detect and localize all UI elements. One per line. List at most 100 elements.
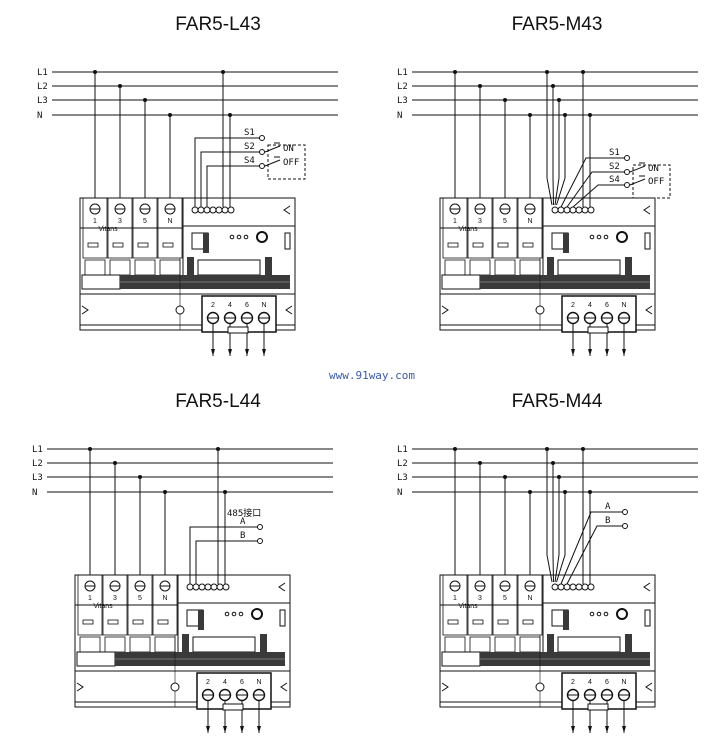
- arrow-down-icon: [571, 726, 575, 733]
- top-terminal-label: 3: [113, 595, 117, 602]
- bottom-terminal-label: 6: [605, 302, 609, 309]
- bus-label: L3: [397, 96, 408, 106]
- bottom-terminal-label: 4: [588, 302, 592, 309]
- switch-state-label: ON: [283, 144, 294, 154]
- handle-post: [625, 634, 632, 652]
- switch-wire: [194, 137, 262, 207]
- bus-label: L3: [37, 96, 48, 106]
- switch-state-label: OFF: [648, 177, 664, 187]
- handle-post: [547, 634, 554, 652]
- control-terminal: [551, 206, 559, 214]
- rating-indicator: [284, 232, 291, 250]
- arrow-down-icon: [622, 349, 626, 356]
- bottom-terminal-label: 2: [571, 679, 575, 686]
- arrow-down-icon: [206, 726, 210, 733]
- switch-wire: [200, 151, 262, 207]
- rating-indicator: [644, 609, 651, 627]
- measurement-wire: [556, 492, 566, 583]
- bottom-terminal-label: 6: [240, 679, 244, 686]
- control-terminal: [198, 583, 206, 591]
- measurement-wire: [556, 115, 566, 206]
- arrow-down-icon: [257, 726, 261, 733]
- led-indicator: [224, 611, 230, 617]
- rating-indicator: [644, 232, 651, 250]
- din-clip-icon: [643, 205, 651, 215]
- control-terminal: [581, 206, 589, 214]
- control-terminal: [551, 583, 559, 591]
- mount-hole: [535, 682, 545, 692]
- display-bar: [198, 610, 204, 630]
- led-indicator: [603, 611, 609, 617]
- rs485-wire: [560, 511, 625, 585]
- test-button-icon: [616, 608, 628, 620]
- bus-label: L3: [32, 473, 43, 483]
- top-terminal-label: 5: [138, 595, 142, 602]
- bus-label: L1: [37, 68, 48, 78]
- brand-label: Vitans: [93, 603, 113, 610]
- handle-post: [547, 257, 554, 275]
- terminal-point: [257, 524, 263, 530]
- control-terminal: [557, 206, 565, 214]
- measurement-wire: [546, 72, 553, 206]
- arrow-down-icon: [240, 726, 244, 733]
- bottom-terminal-label: 2: [206, 679, 210, 686]
- top-terminal-label: N: [527, 218, 532, 225]
- din-clip-icon: [81, 305, 89, 315]
- switch-wire: [560, 157, 627, 208]
- mount-hole: [535, 305, 545, 315]
- indicator-slot: [162, 242, 174, 248]
- top-terminal-label: 5: [143, 218, 147, 225]
- control-terminal: [575, 206, 583, 214]
- led-indicator: [243, 234, 249, 240]
- din-clip-icon: [280, 682, 288, 692]
- rs485-wire: [566, 525, 625, 585]
- control-terminal: [221, 206, 229, 214]
- control-terminal: [581, 583, 589, 591]
- measurement-wire: [552, 86, 554, 206]
- top-terminal-label: N: [162, 595, 167, 602]
- arrow-down-icon: [211, 349, 215, 356]
- neutral-bridge: [222, 703, 244, 711]
- din-clip-icon: [76, 682, 84, 692]
- control-terminal: [197, 206, 205, 214]
- neutral-bridge: [587, 326, 609, 334]
- panel-title: FAR5-L43: [175, 14, 261, 35]
- coupling-left: [76, 651, 116, 667]
- pushbutton-icon: [264, 145, 281, 153]
- led-indicator: [603, 234, 609, 240]
- coupling-left: [441, 651, 481, 667]
- terminal-point: [259, 135, 265, 141]
- rs485-line-label: B: [240, 531, 245, 541]
- control-terminal: [222, 583, 230, 591]
- handle-post: [260, 634, 267, 652]
- bus-label: N: [397, 488, 402, 498]
- terminal-point: [622, 523, 628, 529]
- neutral-bridge: [587, 703, 609, 711]
- indicator-slot: [447, 619, 459, 625]
- switch-wire-label: S1: [244, 128, 255, 138]
- handle-post: [265, 257, 272, 275]
- rs485-line-label: B: [605, 516, 610, 526]
- handle-bar: [197, 259, 261, 276]
- bottom-terminal-label: 4: [588, 679, 592, 686]
- bus-label: L2: [397, 82, 408, 92]
- arrow-down-icon: [228, 349, 232, 356]
- led-indicator: [589, 611, 595, 617]
- switch-wire-label: S1: [609, 148, 620, 158]
- control-terminal: [569, 583, 577, 591]
- display-bar: [563, 233, 569, 253]
- bus-label: L2: [37, 82, 48, 92]
- led-indicator: [236, 234, 242, 240]
- control-terminal: [563, 583, 571, 591]
- switch-wire: [572, 184, 627, 208]
- switch-wire-label: S4: [609, 175, 620, 185]
- indicator-slot: [137, 242, 149, 248]
- arrow-down-icon: [605, 349, 609, 356]
- control-terminal: [203, 206, 211, 214]
- measurement-wire: [554, 100, 560, 206]
- rs485-wire: [189, 526, 260, 584]
- top-terminal-label: 3: [478, 218, 482, 225]
- measurement-wire: [552, 463, 554, 583]
